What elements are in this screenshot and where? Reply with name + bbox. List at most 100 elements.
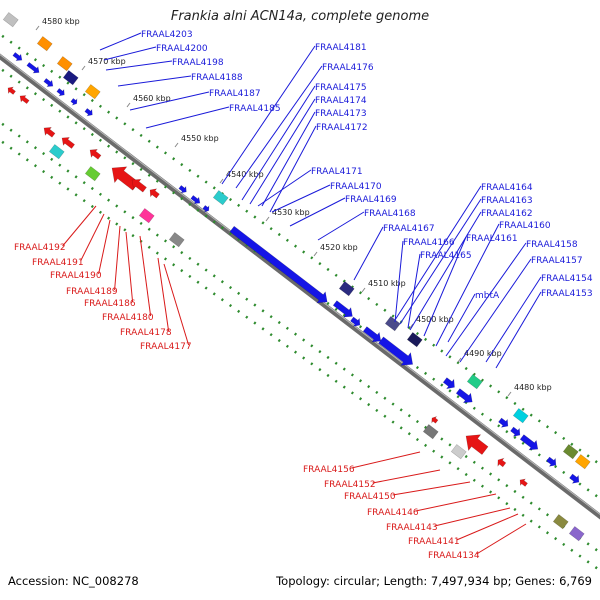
forward-gene-label-4: FRAAL4188: [191, 73, 243, 83]
forward-leader-line-22: [409, 211, 482, 331]
reverse-gene-arrow-7: [131, 178, 147, 193]
dotted-track-3: [0, 120, 599, 553]
forward-gene-arrow-9: [202, 205, 210, 213]
forward-gene-arrow-16: [455, 388, 473, 403]
genome-backbone: [0, 53, 600, 520]
scale-tick-mark-9: [409, 323, 414, 329]
forward-leader-line-18: [394, 240, 404, 323]
forward-gene-label-22: FRAAL4162: [481, 209, 533, 219]
scale-tick-label-10: 4490 kbp: [464, 349, 502, 358]
forward-gene-arrow-6: [84, 108, 93, 117]
forward-gene-label-21: FRAAL4163: [481, 196, 533, 206]
forward-gene-label-8: FRAAL4176: [322, 63, 374, 73]
reverse-gene-block-3: [84, 166, 101, 182]
reverse-gene-label-11: FRAAL4150: [344, 492, 396, 502]
figure-title: Frankia alni ACN14a, complete genome: [170, 9, 430, 24]
forward-gene-label-1: FRAAL4203: [141, 30, 193, 40]
reverse-gene-block-6: [422, 424, 439, 440]
forward-gene-block-3: [62, 70, 79, 86]
forward-leader-line-1: [99, 32, 142, 51]
reverse-leader-line-3: [98, 219, 111, 275]
reverse-gene-arrow-6: [111, 166, 140, 191]
reverse-gene-arrow-5: [89, 149, 102, 160]
forward-gene-label-2: FRAAL4200: [156, 44, 208, 54]
reverse-gene-label-8: FRAAL4177: [140, 342, 192, 352]
reverse-gene-block-5: [168, 232, 185, 248]
forward-leader-line-15: [289, 197, 346, 227]
forward-gene-arrow-13: [362, 326, 382, 343]
forward-gene-label-12: FRAAL4172: [316, 123, 368, 133]
reverse-gene-arrow-10: [465, 434, 489, 455]
forward-gene-block-12: [574, 454, 591, 470]
forward-leader-line-5: [129, 91, 210, 111]
reverse-leader-line-6: [139, 235, 152, 317]
forward-gene-arrow-1: [12, 52, 23, 61]
forward-gene-arrow-19: [519, 434, 539, 451]
forward-gene-label-16: FRAAL4168: [364, 209, 416, 219]
reverse-leader-line-12: [415, 493, 497, 512]
forward-gene-label-9: FRAAL4175: [315, 83, 367, 93]
scale-tick-label-4: 4550 kbp: [181, 134, 219, 143]
forward-gene-label-20: FRAAL4164: [481, 183, 533, 193]
forward-gene-block-7: [384, 316, 401, 332]
forward-gene-block-8: [406, 332, 423, 348]
forward-gene-label-7: FRAAL4181: [315, 43, 367, 53]
reverse-gene-label-10: FRAAL4152: [324, 480, 376, 490]
forward-leader-line-27: [447, 293, 476, 343]
forward-leader-line-10: [249, 98, 316, 205]
forward-leader-line-13: [257, 169, 312, 207]
reverse-leader-line-2: [80, 213, 105, 262]
reverse-leader-line-15: [476, 523, 527, 555]
forward-gene-arrow-20: [546, 456, 557, 467]
reverse-gene-block-1: [2, 12, 19, 28]
reverse-leader-line-8: [163, 263, 190, 346]
dotted-track-4: [0, 138, 599, 571]
forward-gene-arrow-17: [498, 417, 509, 428]
forward-gene-arrow-15: [442, 377, 455, 390]
forward-gene-label-11: FRAAL4173: [315, 109, 367, 119]
forward-leader-line-20: [394, 185, 482, 321]
reverse-gene-label-12: FRAAL4146: [367, 508, 419, 518]
forward-leader-line-17: [353, 226, 384, 281]
reverse-gene-label-7: FRAAL4178: [120, 328, 172, 338]
forward-gene-block-11: [562, 444, 579, 460]
forward-gene-label-26: FRAAL4157: [531, 256, 583, 266]
dotted-track-1: [0, 32, 599, 465]
forward-gene-arrow-2: [26, 62, 40, 74]
forward-gene-block-5: [212, 190, 229, 206]
reverse-gene-label-6: FRAAL4180: [102, 313, 154, 323]
reverse-leader-line-9: [351, 451, 421, 469]
forward-gene-arrow-21: [569, 473, 580, 484]
reverse-gene-label-5: FRAAL4186: [84, 299, 136, 309]
scale-tick-mark-3: [126, 102, 131, 108]
forward-leader-line-4: [117, 75, 192, 87]
reverse-leader-line-14: [456, 513, 519, 541]
reverse-gene-label-2: FRAAL4191: [32, 258, 84, 268]
scale-tick-mark-4: [174, 142, 179, 148]
reverse-leader-line-5: [125, 231, 134, 303]
reverse-gene-label-13: FRAAL4143: [386, 523, 438, 533]
forward-gene-arrow-18: [510, 426, 521, 437]
reverse-gene-arrow-8: [149, 188, 160, 199]
scale-tick-mark-6: [265, 216, 270, 222]
reverse-gene-block-2: [48, 144, 65, 160]
forward-gene-label-13: FRAAL4171: [311, 167, 363, 177]
forward-leader-line-21: [399, 198, 482, 325]
forward-gene-arrow-10: [229, 225, 328, 304]
reverse-gene-arrow-1: [7, 86, 16, 95]
reverse-gene-label-14: FRAAL4141: [408, 537, 460, 547]
forward-leader-line-24: [435, 223, 500, 347]
reverse-gene-block-9: [568, 526, 585, 542]
scale-tick-mark-7: [313, 251, 318, 257]
reverse-gene-label-9: FRAAL4156: [303, 465, 355, 475]
forward-gene-arrow-3: [43, 78, 54, 87]
reverse-gene-arrow-3: [43, 127, 56, 138]
forward-leader-line-7: [221, 45, 316, 185]
reverse-leader-line-1: [62, 205, 97, 247]
forward-gene-block-6: [338, 281, 355, 297]
forward-gene-label-14: FRAAL4170: [330, 182, 382, 192]
reverse-gene-label-4: FRAAL4189: [66, 287, 118, 297]
forward-gene-arrow-11: [332, 300, 353, 318]
forward-gene-label-27: mbtA: [475, 291, 500, 301]
